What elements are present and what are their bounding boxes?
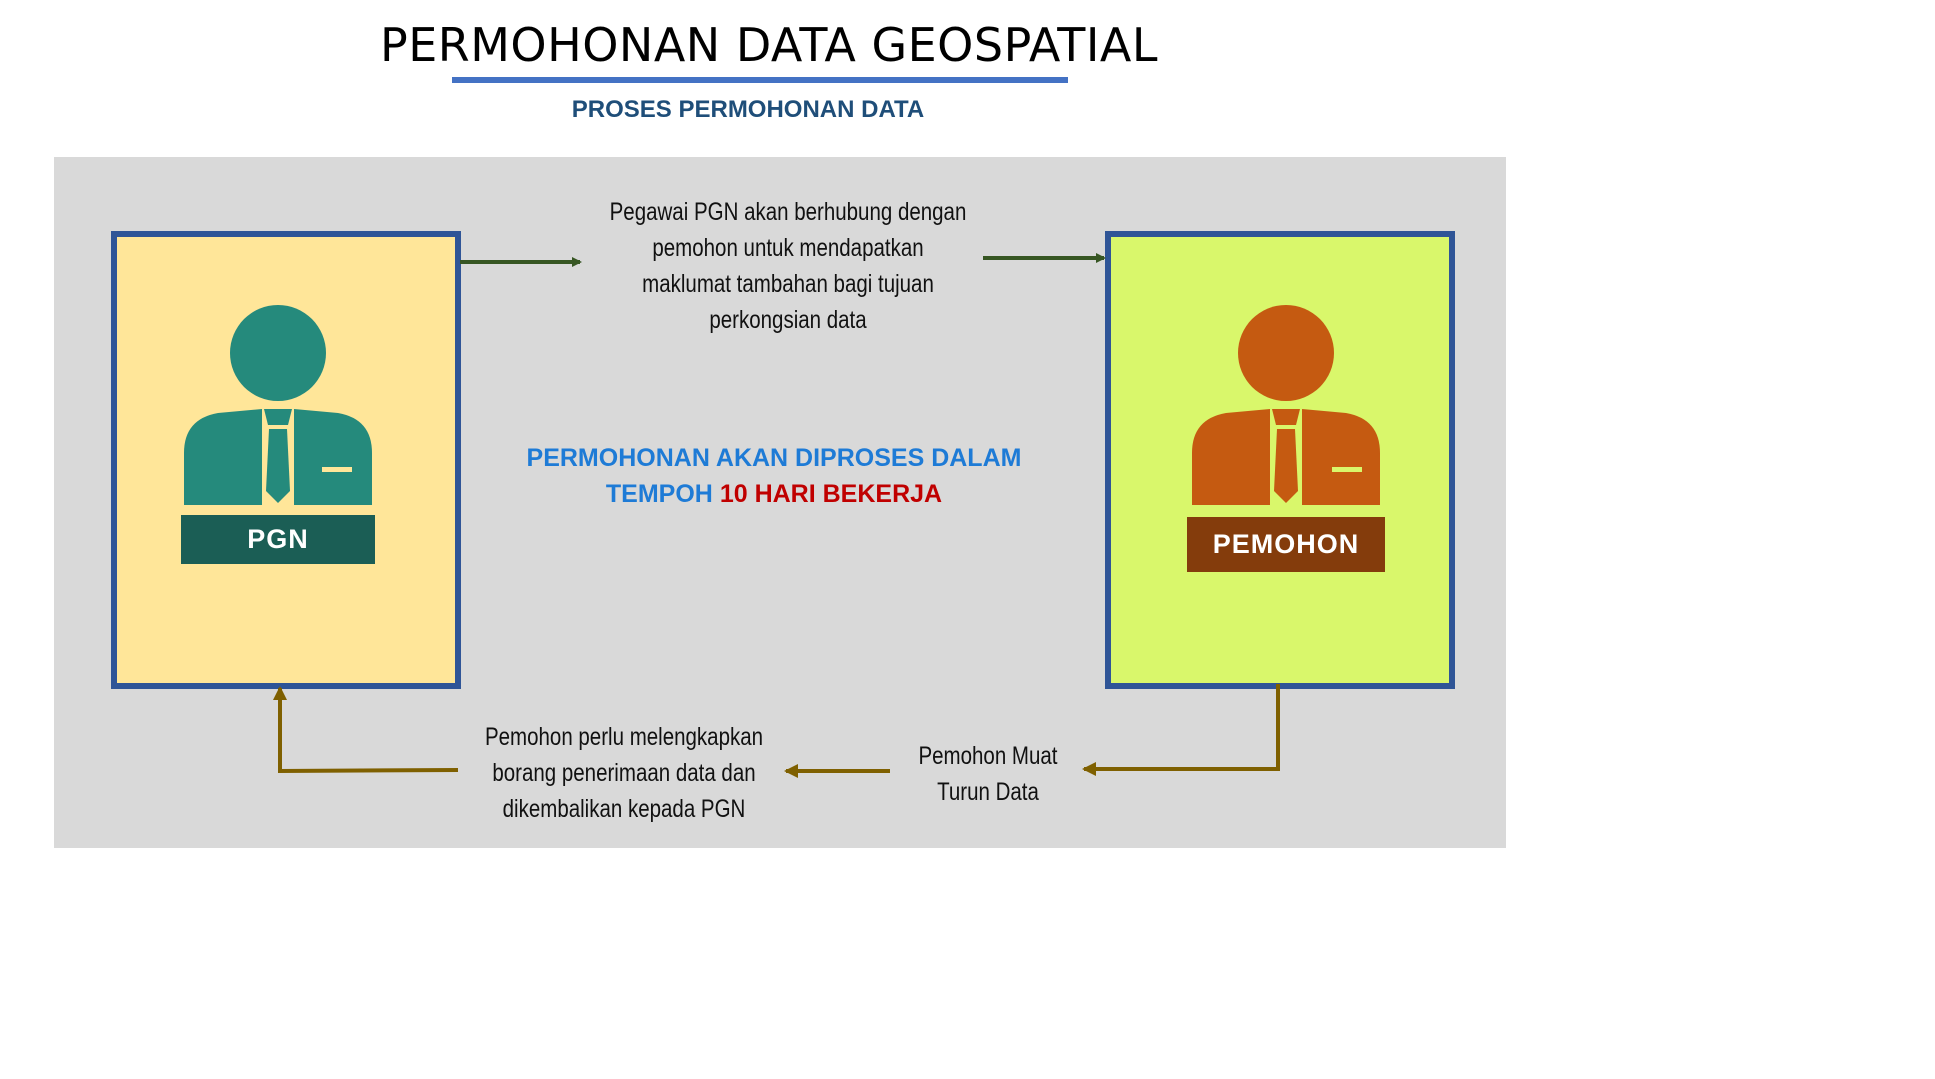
note-line: borang penerimaan data dan (492, 759, 756, 787)
processing-line-2: TEMPOH 10 HARI BEKERJA (474, 476, 1074, 512)
note-download-data: Pemohon Muat Turun Data (910, 738, 1066, 810)
note-line: Turun Data (937, 778, 1039, 806)
arrow-pemohon-down (1082, 684, 1280, 776)
note-line: pemohon untuk mendapatkan (652, 234, 924, 262)
pgn-label: PGN (181, 515, 375, 564)
note-line: Pemohon perlu melengkapkan (484, 723, 764, 751)
arrow-borang-to-pgn (273, 686, 459, 774)
pemohon-person-icon (1192, 305, 1380, 505)
flow-arrows (273, 253, 1280, 778)
title-underline (452, 77, 1068, 83)
processing-time-message: PERMOHONAN AKAN DIPROSES DALAM TEMPOH 10… (474, 440, 1074, 512)
processing-duration: 10 HARI BEKERJA (719, 480, 943, 508)
note-line: Pemohon Muat (918, 742, 1058, 770)
processing-prefix: TEMPOH (605, 480, 720, 508)
page-subtitle: PROSES PERMOHONAN DATA (571, 96, 925, 123)
pemohon-label: PEMOHON (1187, 517, 1385, 572)
page-title: PERMOHONAN DATA GEOSPATIAL (379, 18, 1159, 72)
note-contact-pemohon: Pegawai PGN akan berhubung dengan pemoho… (585, 194, 992, 338)
note-complete-form: Pemohon perlu melengkapkan borang peneri… (460, 719, 788, 827)
pgn-person-icon (184, 305, 372, 505)
pgn-box (111, 231, 461, 689)
processing-line-1: PERMOHONAN AKAN DIPROSES DALAM (526, 444, 1022, 472)
note-line: perkongsian data (709, 306, 867, 334)
note-line: maklumat tambahan bagi tujuan (642, 270, 934, 298)
note-line: Pegawai PGN akan berhubung dengan (609, 198, 967, 226)
note-line: dikembalikan kepada PGN (502, 795, 746, 823)
